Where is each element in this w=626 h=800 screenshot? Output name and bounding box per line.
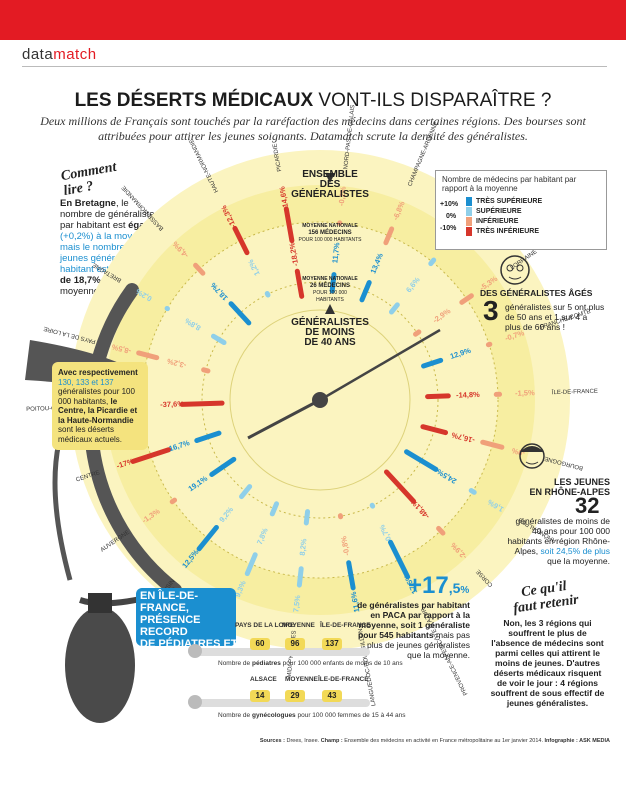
paca-number: +17,5% [408, 572, 470, 599]
paca-text: de généralistes par habitant en PACA par… [357, 600, 470, 660]
spoke-all-4 [459, 293, 474, 305]
spoke-young-18 [201, 367, 211, 374]
region-name-0: PICARDIE [272, 143, 283, 172]
value-all-0: -14,6% [277, 185, 290, 210]
rhone-text: généralistes de moins de 40 ans pour 100… [507, 516, 610, 566]
value-young-17: -37,6% [160, 399, 184, 409]
gyneco-caption: Nombre de gynécologues pour 100 000 femm… [218, 712, 406, 719]
gyneco-value-2: 43 [322, 690, 342, 702]
spoke-young-15 [209, 456, 237, 477]
pediatres-thermometer [195, 648, 370, 656]
gyneco-thermometer [195, 699, 370, 707]
spoke-young-12 [303, 509, 311, 526]
ages-number: 3 [483, 295, 499, 326]
top-red-banner [0, 0, 626, 40]
spoke-young-5 [421, 357, 444, 369]
brand-logo: datamatch [22, 46, 97, 63]
rhone-number: 32 [575, 493, 600, 518]
spoke-young-0 [294, 268, 305, 299]
spoke-young-14 [239, 484, 253, 500]
spoke-all-15 [169, 497, 178, 505]
legend-swatch [466, 207, 472, 216]
value-young-1: 11,7% [330, 242, 341, 264]
spoke-young-8 [404, 449, 439, 472]
spoke-young-20 [228, 301, 252, 326]
value-all-1: -0,2% [337, 186, 348, 207]
pediatres-header-2: ÎLE-DE-FRANCE [320, 622, 371, 629]
idf-box [136, 588, 236, 646]
spoke-young-16 [194, 430, 222, 443]
gyneco-bulb [188, 695, 202, 709]
spoke-young-6 [425, 393, 451, 400]
value-all-6: -1,5% [515, 388, 535, 398]
centre-note-text: Avec respectivement 130, 133 et 137 géné… [58, 368, 138, 444]
spoke-all-12 [296, 566, 304, 588]
spoke-all-0 [283, 206, 295, 244]
value-all-12: 7,5% [291, 594, 302, 612]
young-doctor-icon [519, 443, 545, 469]
legend-swatch [466, 197, 472, 206]
pediatres-caption: Nombre de pédiatres pour 100 000 enfants… [218, 660, 403, 667]
value-young-12: 8,2% [298, 538, 309, 556]
legend-swatch [466, 217, 472, 226]
brand-divider [22, 66, 607, 67]
page-subtitle: Deux millions de Français sont touchés p… [40, 114, 586, 143]
gyneco-header-0: ALSACE [250, 676, 277, 683]
pediatres-header-1: MOYENNE [282, 622, 315, 629]
spoke-young-2 [359, 280, 372, 303]
spoke-all-13 [244, 552, 258, 577]
spoke-all-8 [468, 488, 477, 495]
retenir-text: Non, les 3 régions qui souffrent le plus… [490, 618, 605, 708]
region-name-6: ÎLE-DE-FRANCE [551, 388, 598, 396]
pediatres-header-0: PAYS DE LA LOIRE [235, 622, 295, 629]
pediatres-value-1: 96 [285, 638, 305, 650]
sources-line: Sources : Drees, Insee. Champ : Ensemble… [259, 738, 610, 744]
elderly-doctor-icon [500, 255, 530, 285]
spoke-all-18 [136, 350, 160, 361]
spoke-young-13 [269, 501, 280, 517]
gyneco-value-0: 14 [250, 690, 270, 702]
spoke-all-7 [480, 439, 505, 450]
spoke-all-20 [193, 262, 206, 276]
spoke-all-11 [346, 560, 356, 591]
spoke-all-3 [428, 257, 437, 267]
legend: Nombre de médecins par habitant par rapp… [435, 170, 607, 250]
centre-note-bubble [52, 362, 148, 450]
pediatres-bulb [188, 644, 202, 658]
spoke-all-2 [383, 226, 395, 246]
legend-swatch [466, 227, 472, 236]
spoke-all-9 [436, 525, 446, 536]
gyneco-value-1: 29 [285, 690, 305, 702]
ages-heading: DES GÉNÉRALISTES ÂGÉS [480, 288, 593, 298]
spoke-all-10 [387, 539, 411, 580]
spoke-all-21 [232, 225, 250, 256]
ages-text: généralistes sur 5 ont plus de 50 ans et… [505, 302, 605, 332]
spoke-all-14 [196, 524, 219, 552]
spoke-all-16 [130, 447, 172, 464]
value-all-11: 11,6% [349, 591, 362, 613]
spoke-young-19 [210, 333, 227, 346]
value-young-6: -14,8% [456, 390, 480, 400]
spoke-young-4 [413, 329, 422, 337]
gyneco-header-1: MOYENNE [285, 676, 318, 683]
value-young-11: -0,8% [339, 535, 351, 556]
spoke-young-17 [179, 400, 225, 407]
spoke-young-7 [420, 424, 449, 436]
value-young-0: -18,2% [287, 242, 300, 267]
spoke-young-1 [329, 272, 337, 294]
spoke-young-21 [264, 291, 271, 298]
spoke-young-9 [383, 469, 417, 504]
spoke-young-3 [388, 302, 400, 315]
gyneco-header-2: ÎLE-DE-FRANCE [318, 676, 369, 683]
pediatres-value-2: 137 [322, 638, 342, 650]
pediatres-value-0: 60 [250, 638, 270, 650]
page-title: LES DÉSERTS MÉDICAUX VONT-ILS DISPARAÎTR… [74, 90, 552, 111]
